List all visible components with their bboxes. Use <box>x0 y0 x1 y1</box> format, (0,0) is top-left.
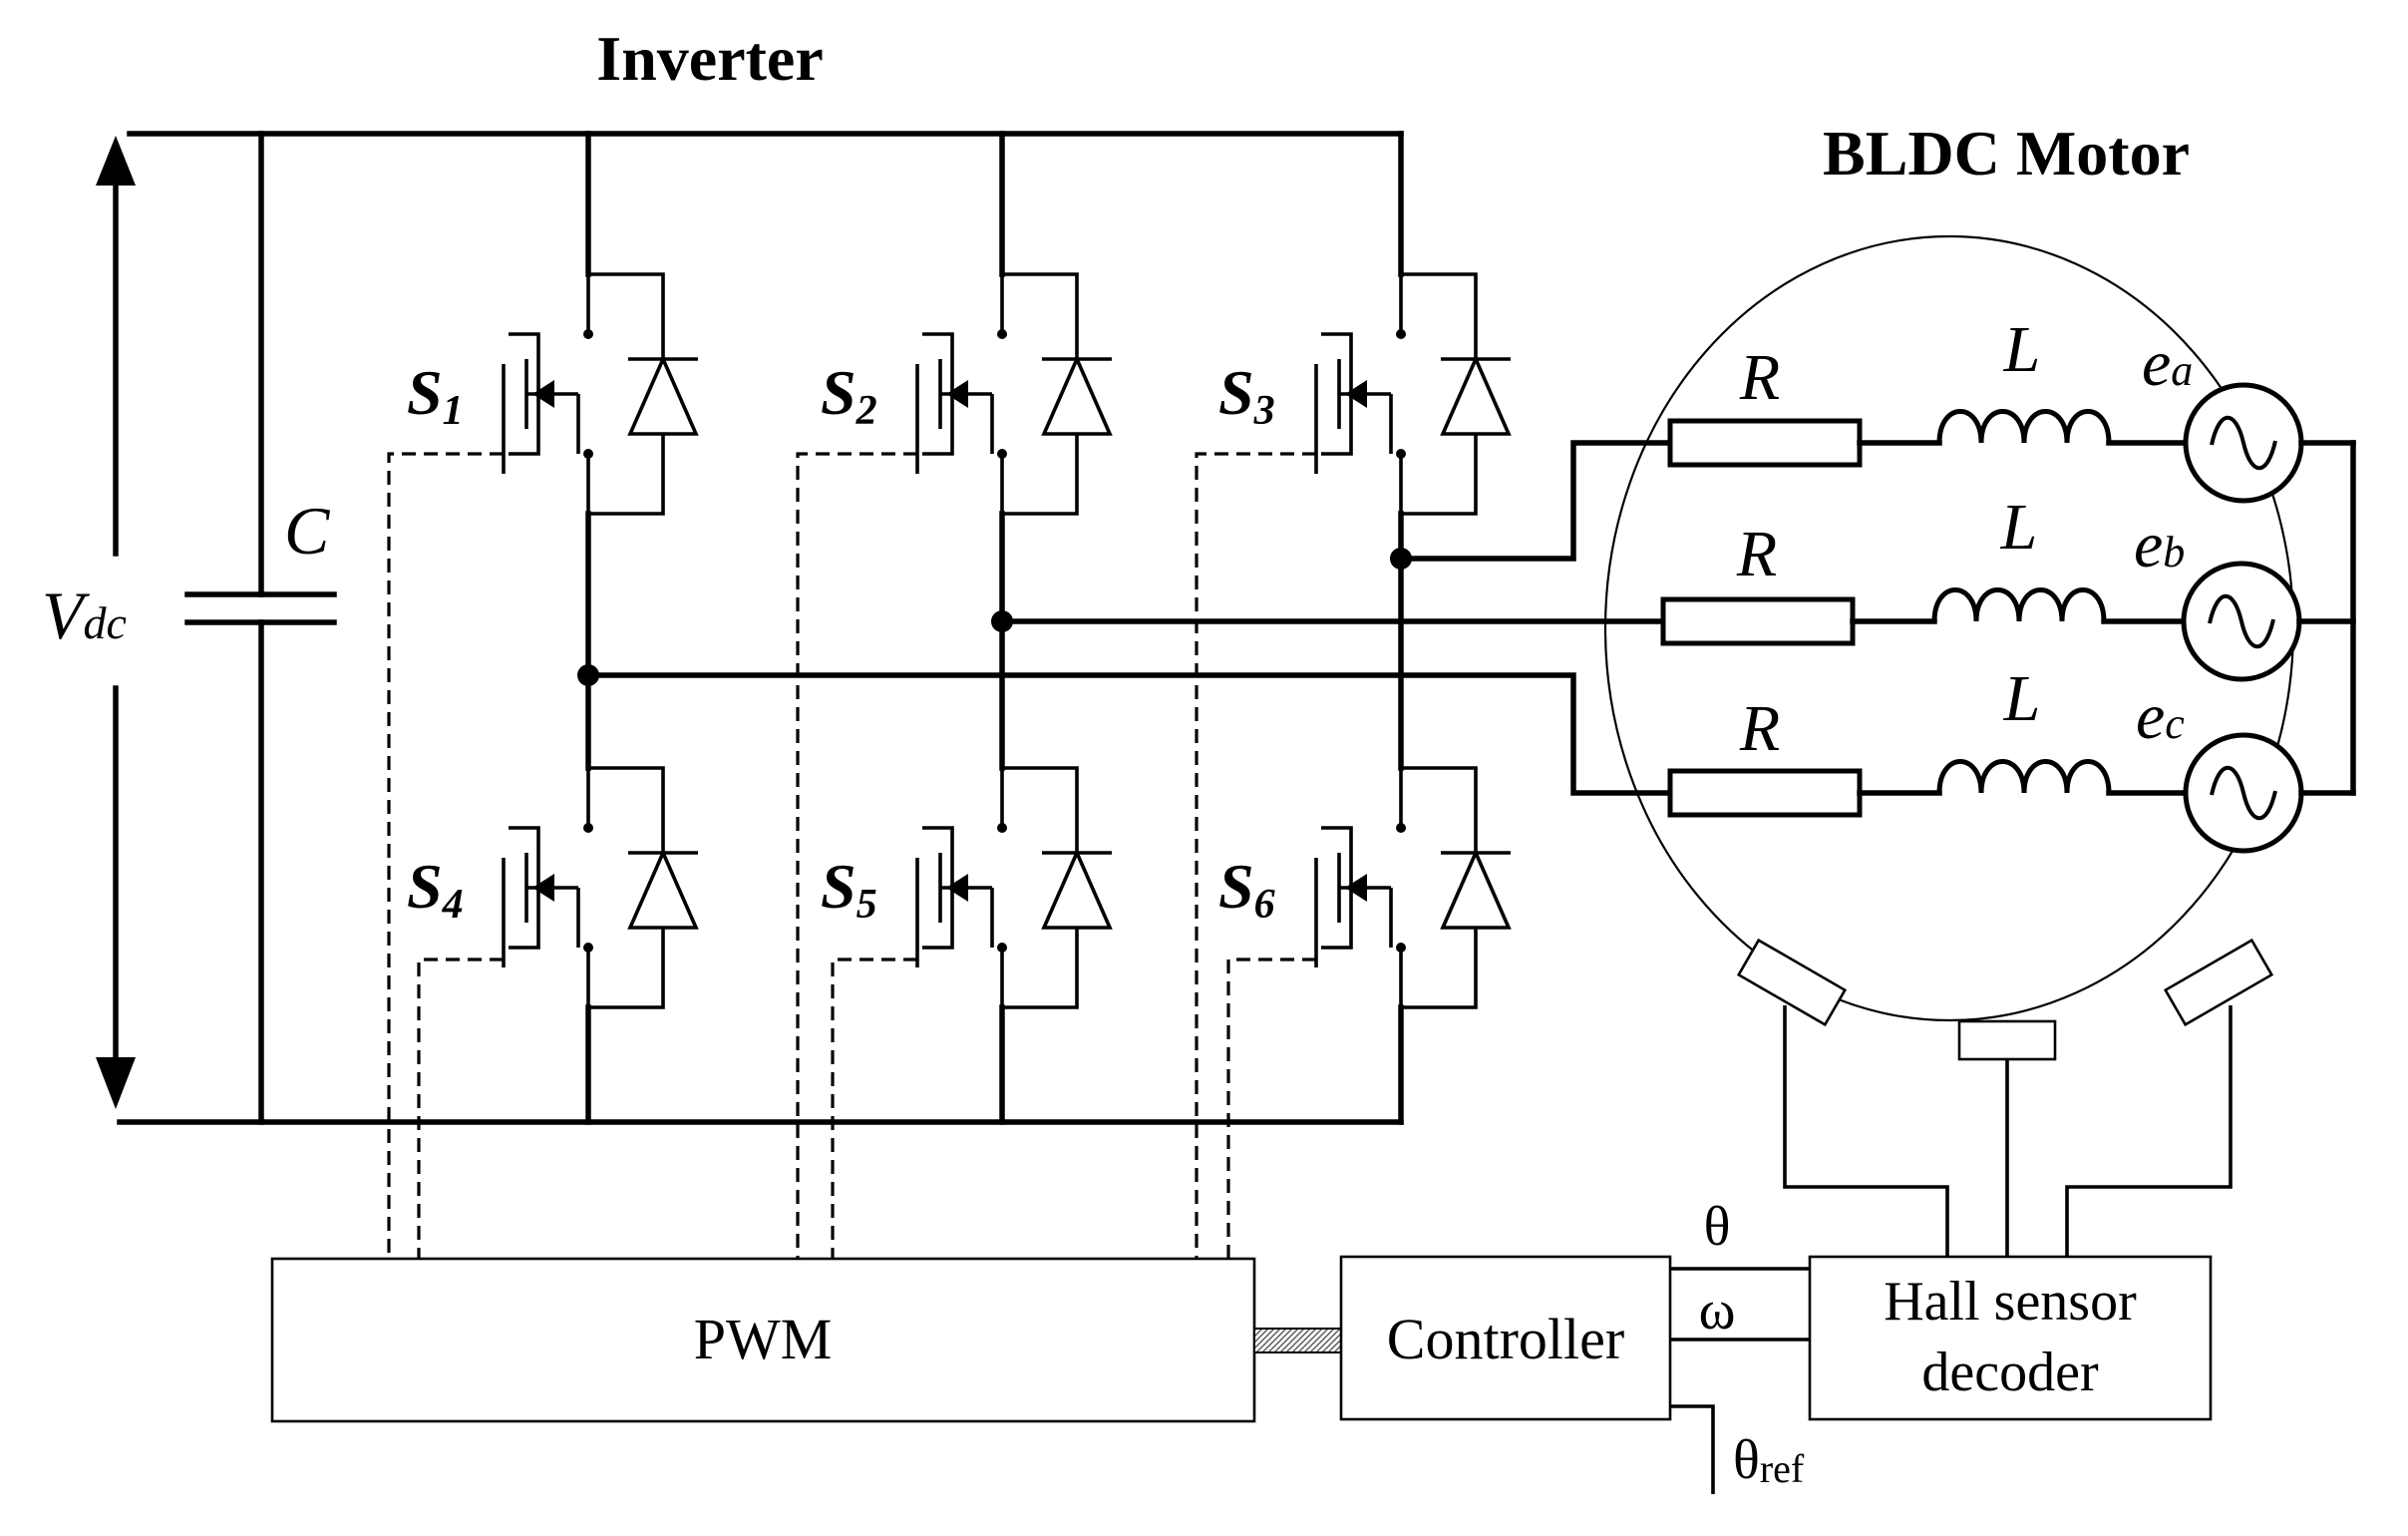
mosfet-icon <box>502 272 700 516</box>
hall-decoder-label-line2: decoder <box>1921 1342 2099 1403</box>
resistor-label-b: R <box>1736 518 1777 590</box>
controller-label: Controller <box>1387 1307 1624 1371</box>
vdc-arrow <box>96 136 136 1109</box>
motor-winding-c <box>1667 735 2356 851</box>
ac-source-icon <box>2184 564 2299 679</box>
capacitor-label: C <box>284 493 330 569</box>
gate-signal-lines <box>387 452 1316 1259</box>
dc-link-capacitor <box>184 131 337 1125</box>
phase-a-line <box>1390 440 1673 570</box>
mosfet-icon <box>915 272 1114 516</box>
hall-decoder-block <box>1808 1255 2213 1421</box>
controller-block <box>1339 1255 1672 1421</box>
mosfet-icon <box>1314 272 1513 516</box>
switch-label-s2: S2 <box>821 357 877 434</box>
vdc-label: Vdc <box>42 577 127 653</box>
hall-sensor-wires <box>1783 1005 2233 1257</box>
phase-b-line <box>991 610 1666 632</box>
emf-label-a: ea <box>2142 327 2193 400</box>
hall-sensor-icon <box>2163 938 2274 1027</box>
motor-winding-b <box>1660 564 2356 679</box>
omega-label: ω <box>1699 1280 1736 1342</box>
motor-winding-a <box>1667 385 2356 501</box>
emf-label-b: eb <box>2134 509 2185 581</box>
phase-c-line <box>577 664 1673 796</box>
hall-decoder-label-line1: Hall sensor <box>1884 1271 2137 1333</box>
theta-ref-label: θref <box>1733 1429 1805 1491</box>
inductor-label-b: L <box>2000 491 2038 564</box>
theta-label: θ <box>1704 1196 1731 1258</box>
inverter-title: Inverter <box>596 23 823 94</box>
switch-label-s6: S6 <box>1218 851 1275 928</box>
resistor-label-a: R <box>1739 341 1780 414</box>
pwm-block <box>270 1257 1256 1423</box>
pwm-label: PWM <box>694 1307 833 1371</box>
inductor-label-c: L <box>2003 662 2041 735</box>
switch-label-s3: S3 <box>1218 357 1275 434</box>
inductor-label-a: L <box>2003 313 2041 386</box>
hall-sensor-icon <box>1736 938 1848 1027</box>
mosfet-icon <box>502 766 700 1009</box>
switch-label-s5: S5 <box>821 851 877 928</box>
ac-source-icon <box>2186 735 2301 851</box>
hall-sensor-icon <box>1957 1019 2057 1061</box>
pwm-controller-bus <box>1253 1328 1342 1353</box>
mosfet-icon <box>915 766 1114 1009</box>
theta-ref-signal-line <box>1670 1404 1715 1494</box>
emf-label-c: ec <box>2136 680 2185 753</box>
mosfet-icon <box>1314 766 1513 1009</box>
motor-title: BLDC Motor <box>1823 118 2190 189</box>
ac-source-icon <box>2186 385 2301 501</box>
switch-label-s4: S4 <box>407 851 464 928</box>
resistor-label-c: R <box>1739 692 1780 765</box>
switch-label-s1: S1 <box>407 357 464 434</box>
